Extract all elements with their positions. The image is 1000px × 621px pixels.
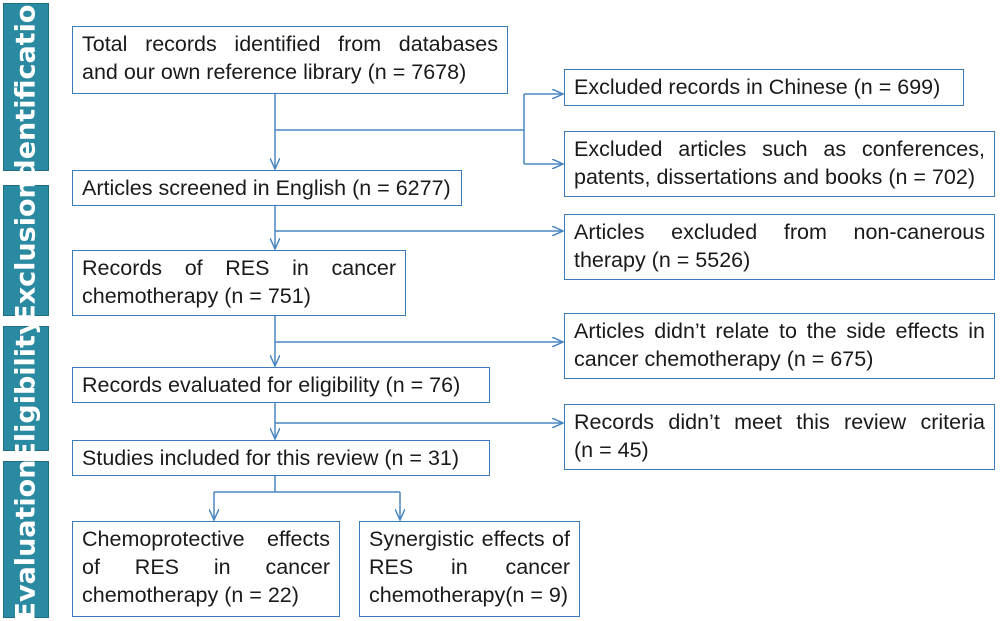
excluded-side-effects-line-1: Articles didn’t relate to the side effec… [574, 319, 985, 343]
included-studies-text: Studies included for this review (n = 31… [82, 446, 460, 470]
total-records-line-2: and our own reference library (n = 7678) [82, 60, 467, 84]
excluded-chinese-text: Excluded records in Chinese (n = 699) [574, 75, 941, 99]
screened-articles-box: Articles screened in English (n = 6277) [72, 170, 462, 206]
phase-exclusion-label: Exclusion [10, 178, 42, 323]
res-records-line-2: chemotherapy (n = 751) [82, 284, 311, 308]
phase-identification: Identification [3, 0, 49, 189]
excluded-noncancerous-box: Articles excluded from non-canerous ther… [564, 214, 995, 280]
excluded-chinese-box: Excluded records in Chinese (n = 699) [564, 69, 964, 106]
total-records-box: Total records identified from databases … [72, 26, 508, 94]
excluded-articles-line-2: patents, dissertations and books (n = 70… [574, 165, 975, 189]
excluded-criteria-line-2: (n = 45) [574, 438, 649, 462]
chemoprotective-box: Chemoprotective effects of RES in cancer… [72, 521, 340, 617]
synergistic-box: Synergistic effects of RES in cancer che… [359, 521, 580, 617]
eligibility-box: Records evaluated for eligibility (n = 7… [72, 367, 490, 403]
chemoprotective-line-1: Chemoprotective effects [82, 527, 330, 551]
screened-articles-text: Articles screened in English (n = 6277) [82, 176, 451, 200]
excluded-criteria-line-1: Records didn’t meet this review criteria [574, 410, 985, 434]
phase-eligibility-label: Eligibility [10, 316, 42, 461]
excluded-criteria-box: Records didn’t meet this review criteria… [564, 404, 995, 470]
phase-evaluation-label: Evaluation [10, 459, 42, 620]
synergistic-line-1: Synergistic effects of [369, 527, 570, 551]
included-studies-box: Studies included for this review (n = 31… [72, 440, 490, 476]
phase-exclusion: Exclusion [3, 179, 49, 322]
synergistic-line-3: chemotherapy(n = 9) [369, 583, 568, 607]
res-records-line-1: Records of RES in cancer [82, 256, 396, 280]
chemoprotective-line-2: of RES in cancer [82, 555, 330, 579]
phase-evaluation: Evaluation [3, 459, 49, 620]
excluded-side-effects-box: Articles didn’t relate to the side effec… [564, 313, 995, 379]
eligibility-text: Records evaluated for eligibility (n = 7… [82, 373, 461, 397]
excluded-noncancerous-line-2: therapy (n = 5526) [574, 248, 751, 272]
res-records-box: Records of RES in cancer chemotherapy (n… [72, 250, 406, 316]
excluded-articles-box: Excluded articles such as conferences, p… [564, 131, 995, 197]
synergistic-line-2: RES in cancer [369, 555, 570, 579]
total-records-line-1: Total records identified from databases [82, 32, 498, 56]
phase-eligibility: Eligibility [3, 317, 49, 460]
excluded-noncancerous-line-1: Articles excluded from non-canerous [574, 220, 985, 244]
phase-identification-label: Identification [10, 0, 42, 189]
excluded-side-effects-line-2: cancer chemotherapy (n = 675) [574, 347, 874, 371]
chemoprotective-line-3: chemotherapy (n = 22) [82, 583, 299, 607]
excluded-articles-line-1: Excluded articles such as conferences, [574, 137, 985, 161]
